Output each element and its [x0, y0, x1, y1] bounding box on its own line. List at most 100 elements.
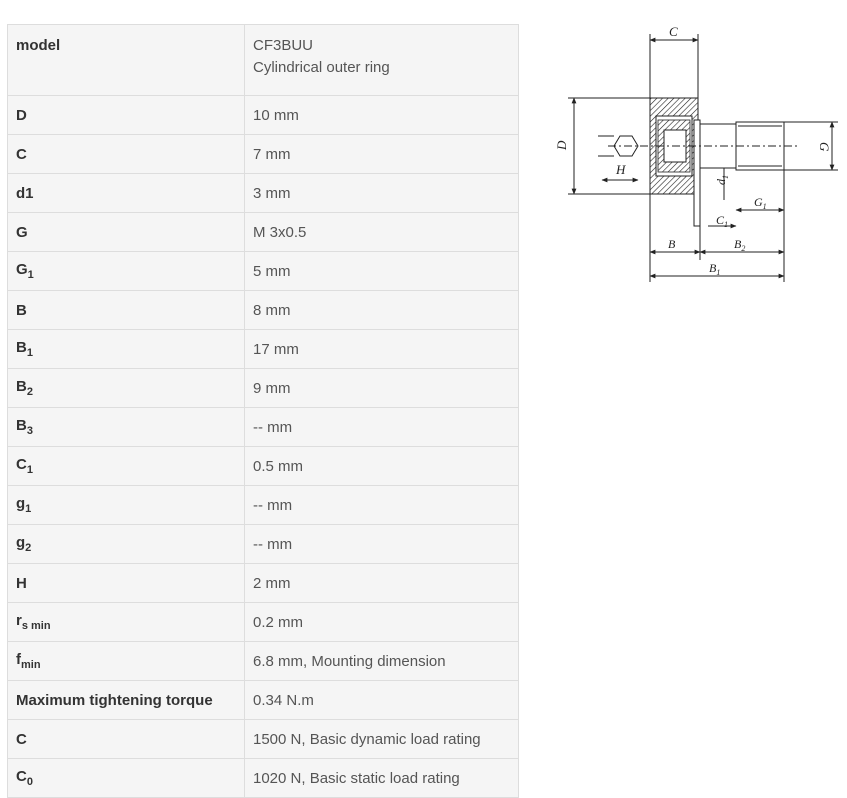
cam-follower-drawing: C D G H d1 G1 C1 B B2 B1	[554, 24, 838, 282]
spec-key: C	[7, 134, 245, 174]
spec-value: M 3x0.5	[244, 212, 519, 252]
table-row: g2-- mm	[7, 524, 519, 564]
label-B1-sub: 1	[716, 268, 720, 277]
spec-value: 9 mm	[244, 368, 519, 408]
label-C: C	[669, 24, 678, 39]
label-C1-main: C	[716, 213, 725, 227]
spec-key-main: f	[16, 651, 21, 668]
spec-key: fmin	[7, 641, 245, 681]
spec-key: g2	[7, 524, 245, 564]
spec-key-main: G	[16, 223, 28, 241]
table-row: B3-- mm	[7, 407, 519, 447]
label-G1: G1	[754, 195, 767, 211]
spec-key: B2	[7, 368, 245, 408]
spec-value: 3 mm	[244, 173, 519, 213]
spec-key: g1	[7, 485, 245, 525]
spec-value: 1020 N, Basic static load rating	[244, 758, 519, 798]
spec-value: -- mm	[244, 407, 519, 447]
spec-key: C1	[7, 446, 245, 486]
label-D: D	[554, 140, 569, 151]
spec-key-main: B	[16, 378, 27, 395]
spec-key-subscript: min	[21, 659, 41, 671]
spec-value: 17 mm	[244, 329, 519, 369]
spec-key: B	[7, 290, 245, 330]
spec-key-subscript: 3	[26, 425, 33, 437]
spec-key-subscript: 2	[26, 386, 33, 398]
table-row: G M 3x0.5	[7, 212, 519, 252]
spec-key-main: r	[16, 612, 22, 629]
label-H: H	[615, 162, 626, 177]
spec-key: C0	[7, 758, 245, 798]
spec-key-subscript: 1	[26, 464, 33, 476]
spec-key-subscript: 1	[27, 269, 34, 281]
spec-key-main: B	[16, 417, 27, 434]
spec-value: 6.8 mm, Mounting dimension	[244, 641, 519, 681]
spec-key-subscript: 2	[25, 542, 32, 554]
spec-value: CF3BUU Cylindrical outer ring	[244, 24, 519, 96]
spec-value: 0.34 N.m	[244, 680, 519, 720]
spec-value: 7 mm	[244, 134, 519, 174]
label-B2-main: B	[734, 237, 742, 251]
model-code: CF3BUU	[253, 37, 314, 54]
spec-value: 0.2 mm	[244, 602, 519, 642]
spec-value: 1500 N, Basic dynamic load rating	[244, 719, 519, 759]
spec-key: d1	[7, 173, 245, 213]
spec-key: model	[7, 24, 245, 96]
spec-key-main: g	[16, 495, 26, 512]
spec-key-main: Maximum tightening torque	[16, 691, 213, 709]
spec-key-main: C	[16, 145, 27, 163]
label-B2: B2	[734, 237, 745, 253]
spec-key-main: d1	[16, 184, 34, 202]
label-d1-main: d	[714, 178, 728, 185]
table-row: d1 3 mm	[7, 173, 519, 213]
spec-key-main: C	[16, 768, 27, 785]
spec-key: D	[7, 95, 245, 135]
spec-key: G	[7, 212, 245, 252]
spec-key-main: G	[16, 261, 28, 278]
spec-value: 8 mm	[244, 290, 519, 330]
spec-key-subscript: 0	[26, 776, 33, 788]
table-row: Maximum tightening torque 0.34 N.m	[7, 680, 519, 720]
table-row: C 1500 N, Basic dynamic load rating	[7, 719, 519, 759]
spec-key: Maximum tightening torque	[7, 680, 245, 720]
spec-key: G1	[7, 251, 245, 291]
label-G1-main: G	[754, 195, 763, 209]
label-d1-sub: 1	[721, 175, 730, 179]
spec-key-main: B	[16, 339, 27, 356]
spec-key: H	[7, 563, 245, 603]
label-B1: B1	[709, 261, 720, 277]
spec-value: -- mm	[244, 485, 519, 525]
label-B2-sub: 2	[741, 244, 745, 253]
spec-key-main: H	[16, 574, 27, 592]
spec-key-main: C	[16, 456, 27, 473]
spec-key-subscript: s min	[21, 620, 51, 632]
spec-key-main: D	[16, 106, 27, 124]
label-G1-sub: 1	[763, 202, 767, 211]
spec-key-subscript: 1	[25, 503, 32, 515]
label-d1: d1	[714, 175, 730, 185]
spec-value: -- mm	[244, 524, 519, 564]
spec-key-main: g	[16, 534, 26, 551]
model-description: Cylindrical outer ring	[253, 59, 390, 76]
spec-key-main: C	[16, 730, 27, 748]
spec-key: B3	[7, 407, 245, 447]
spec-key-subscript: 1	[26, 347, 33, 359]
label-C1: C1	[716, 213, 728, 229]
table-row: C 7 mm	[7, 134, 519, 174]
spec-key-main: B	[16, 301, 27, 319]
spec-key: rs min	[7, 602, 245, 642]
table-row: B1 17 mm	[7, 329, 519, 369]
label-C1-sub: 1	[724, 220, 728, 229]
label-B: B	[668, 237, 676, 251]
table-row: g1-- mm	[7, 485, 519, 525]
label-G: G	[817, 142, 832, 152]
label-B1-main: B	[709, 261, 717, 275]
